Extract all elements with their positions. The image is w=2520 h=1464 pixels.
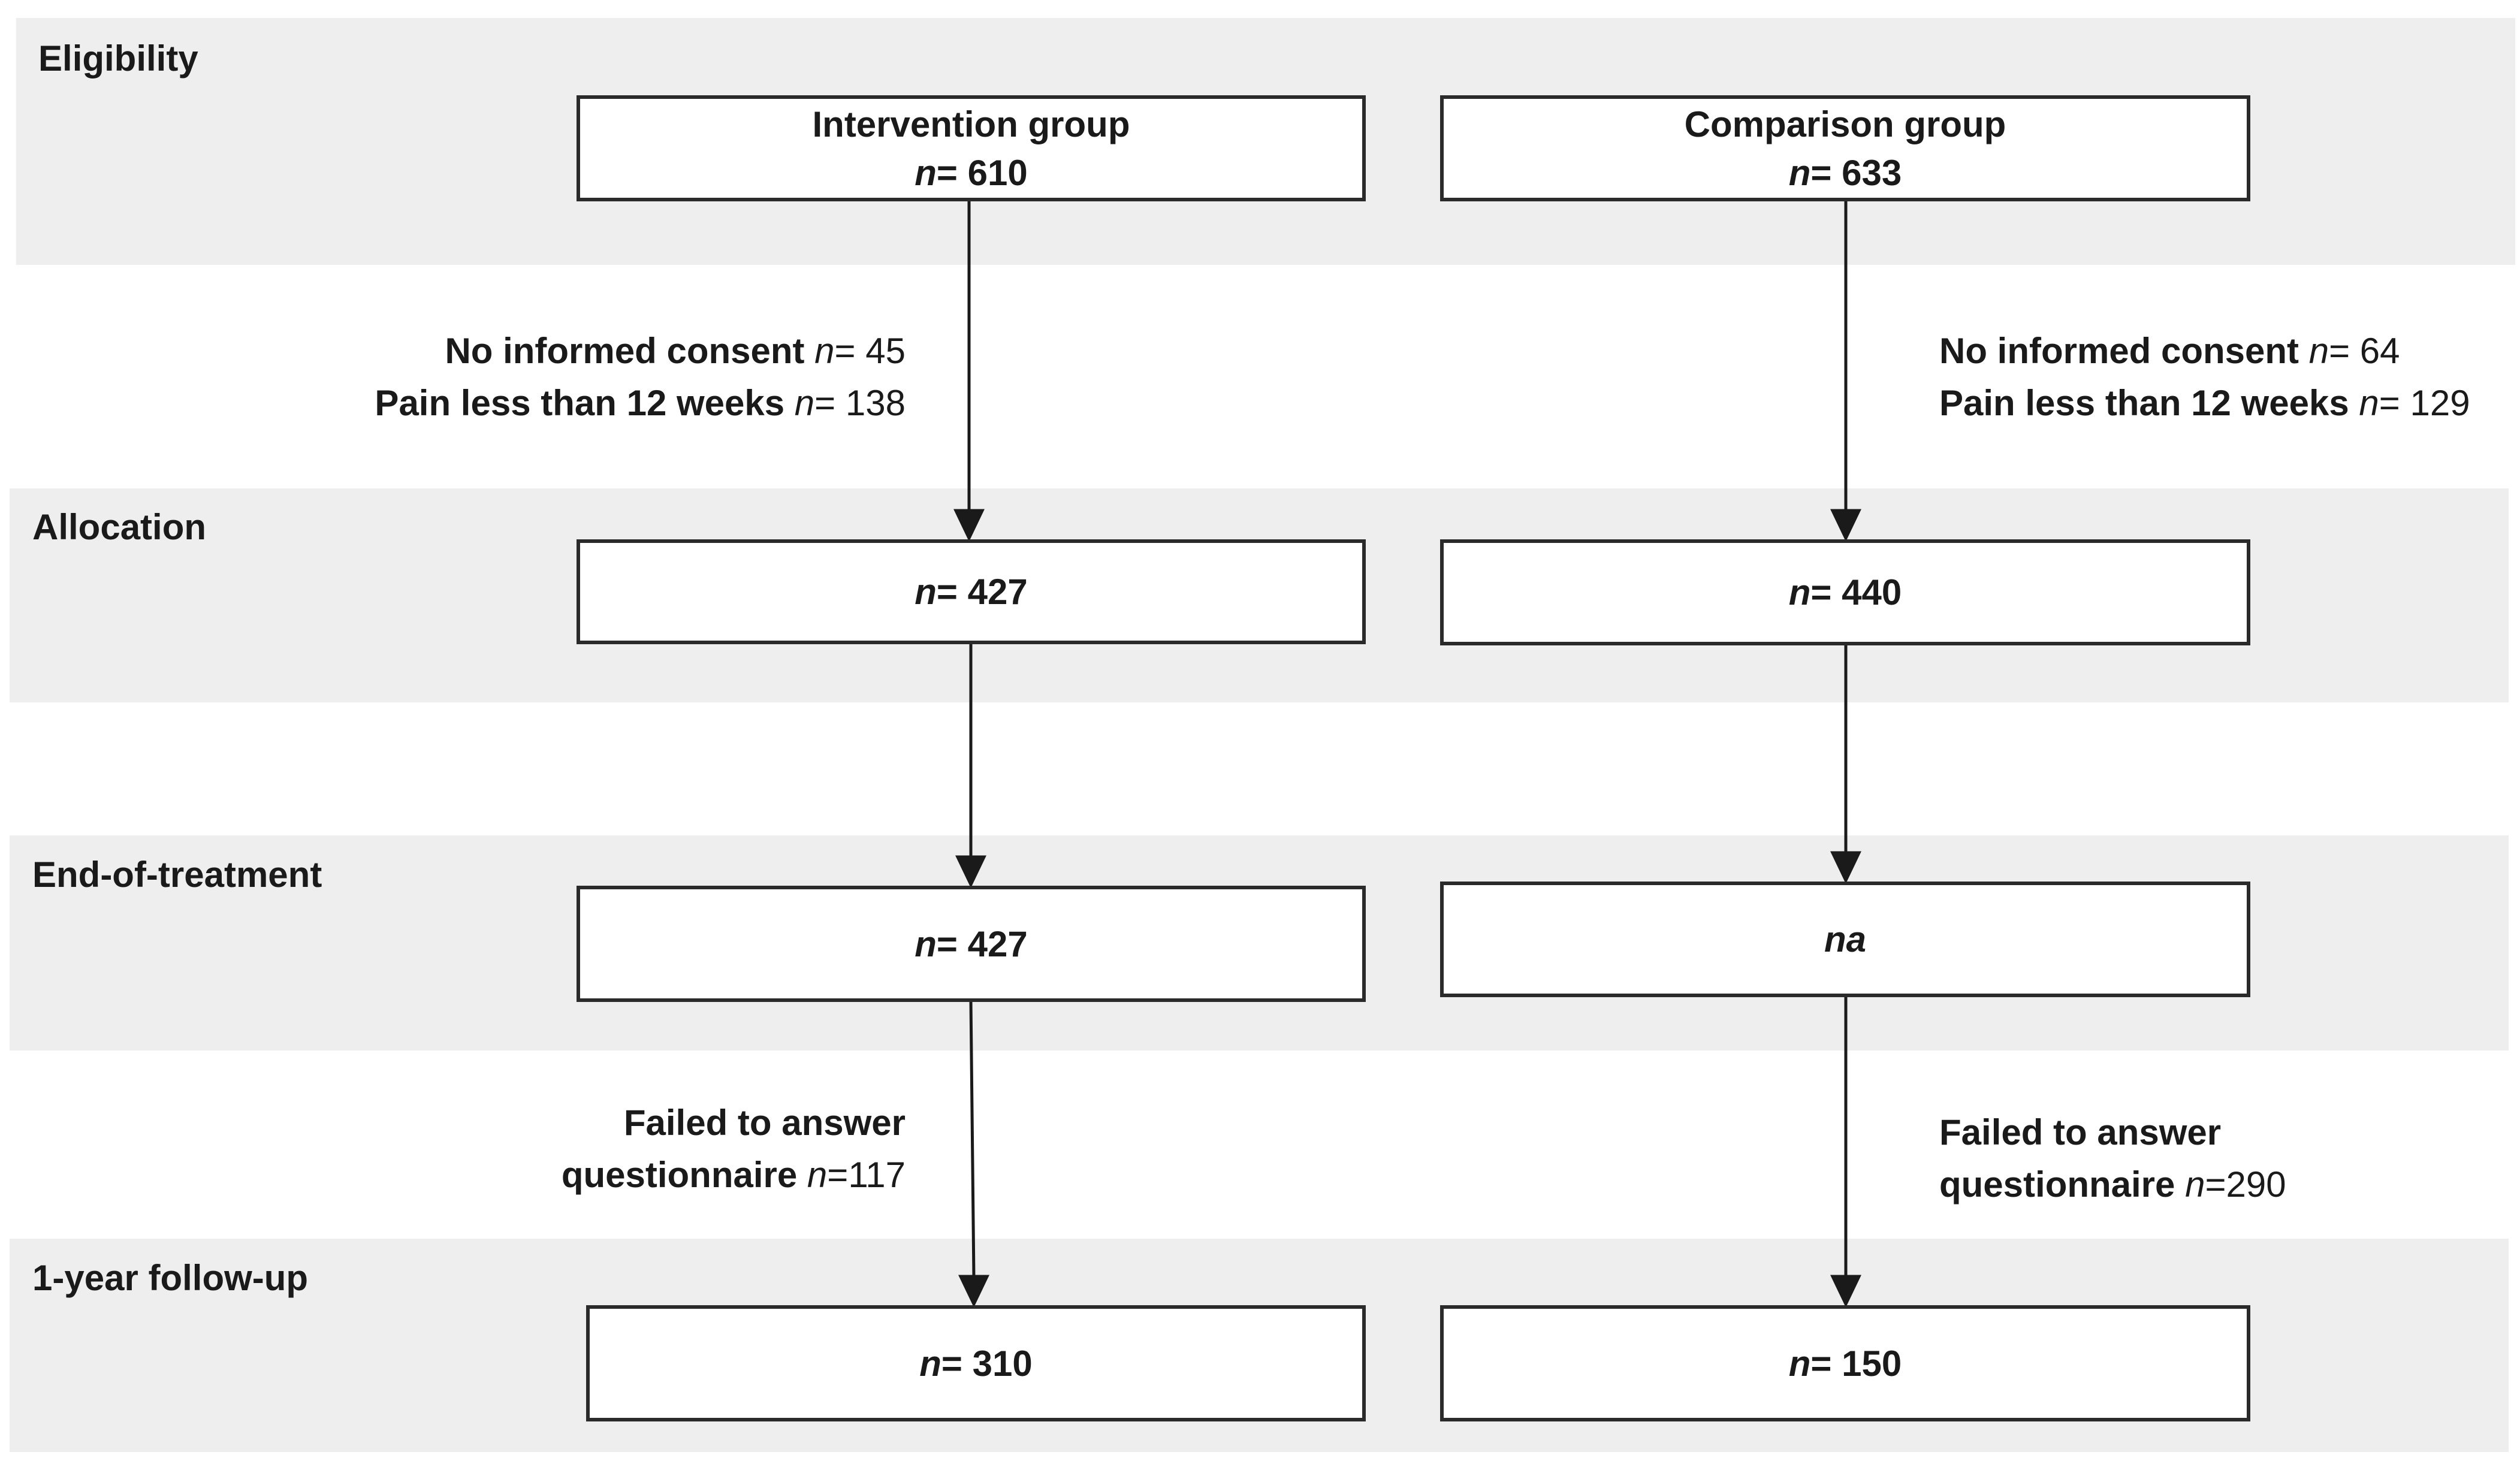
comparison-group-title: Comparison group (1684, 104, 2006, 144)
comparison-eligibility-count: n= 633 (1788, 152, 1902, 193)
stage-label-allocation: Allocation (32, 507, 207, 547)
intervention-eligibility-count: n= 610 (915, 152, 1028, 193)
comparison-exclusion-pain: Pain less than 12 weeks n= 129 (1939, 383, 2470, 423)
intervention-loss-note: Failed to answer questionnaire n=117 (562, 1097, 906, 1201)
intervention-eligibility-box: Intervention group n= 610 (577, 95, 1366, 201)
arrow-head (953, 509, 985, 542)
comparison-loss-line2: questionnaire n=290 (1939, 1164, 2286, 1205)
stage-label-end-of-treatment: End-of-treatment (32, 855, 322, 895)
stage-label-eligibility: Eligibility (38, 38, 198, 79)
comparison-followup-box: n= 150 (1440, 1305, 2250, 1421)
comparison-followup-count: n= 150 (1788, 1343, 1902, 1384)
intervention-loss-line2: questionnaire n=117 (561, 1155, 906, 1195)
comparison-end-of-treatment-box: na (1440, 882, 2250, 997)
arrow-head (1830, 509, 1861, 542)
arrow-intervention-eot-to-followup (969, 1000, 976, 1278)
intervention-loss-line1: Failed to answer (623, 1103, 906, 1143)
comparison-eligibility-box: Comparison group n= 633 (1440, 95, 2250, 201)
intervention-end-of-treatment-box: n= 427 (577, 886, 1366, 1002)
arrow-head (955, 855, 986, 888)
arrow-head (1830, 1275, 1861, 1308)
comparison-allocation-count: n= 440 (1788, 572, 1902, 612)
intervention-exclusion-pain: Pain less than 12 weeks n= 138 (375, 383, 906, 423)
comparison-loss-line1: Failed to answer (1939, 1112, 2222, 1152)
arrow-head (1830, 851, 1861, 884)
comparison-loss-note: Failed to answer questionnaire n=290 (1939, 1106, 2286, 1211)
intervention-followup-count: n= 310 (919, 1343, 1033, 1384)
intervention-exclusion-consent: No informed consent n= 45 (445, 331, 906, 371)
comparison-end-of-treatment-value: na (1824, 919, 1867, 959)
intervention-allocation-box: n= 427 (577, 539, 1366, 644)
comparison-exclusion-consent: No informed consent n= 64 (1939, 331, 2400, 371)
intervention-group-title: Intervention group (812, 104, 1130, 144)
intervention-followup-box: n= 310 (586, 1305, 1366, 1421)
arrow-head (958, 1275, 989, 1308)
intervention-exclusions-note: No informed consent n= 45 Pain less than… (375, 325, 906, 429)
intervention-end-of-treatment-count: n= 427 (915, 923, 1028, 964)
comparison-allocation-box: n= 440 (1440, 539, 2250, 645)
comparison-exclusions-note: No informed consent n= 64 Pain less than… (1939, 325, 2470, 429)
intervention-allocation-count: n= 427 (915, 572, 1028, 612)
stage-label-followup: 1-year follow-up (32, 1258, 309, 1298)
